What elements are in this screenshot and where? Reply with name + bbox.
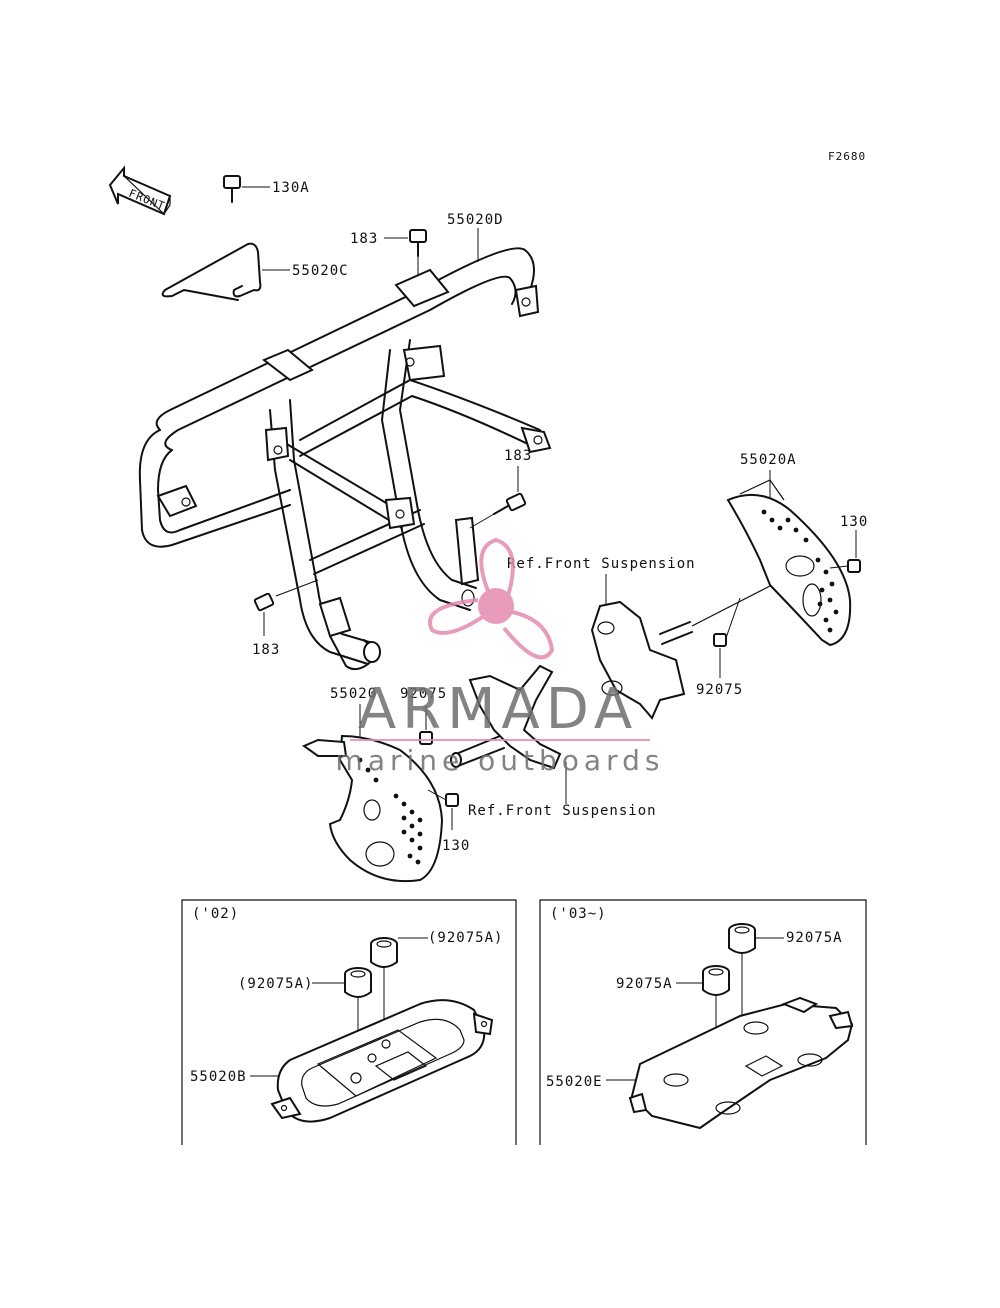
callout-55020c: 55020C [292, 263, 349, 279]
figure-code: F2680 [828, 150, 866, 163]
ref-front-suspension-left: Ref.Front Suspension [468, 803, 657, 819]
callout-183-mid: 183 [504, 448, 532, 464]
skid-plate-55020b [250, 999, 494, 1123]
callout-55020a: 55020A [740, 452, 797, 468]
front-arrow-icon: FRONT [108, 165, 172, 216]
knuckle-left [450, 664, 562, 770]
ref-front-suspension-right: Ref.Front Suspension [507, 556, 696, 572]
callout-55020d: 55020D [447, 212, 504, 228]
inset-2002-label-plate: 55020B [190, 1069, 247, 1085]
callout-130-right: 130 [840, 514, 868, 530]
bolt-130-right [829, 530, 861, 573]
disc-guard-55020a [726, 479, 852, 647]
callout-183-top: 183 [350, 231, 378, 247]
inset-2003-on: ('03~) 92075A 92075A [539, 899, 867, 1145]
skid-plate-55020e [606, 996, 854, 1130]
bolt-130-left [427, 789, 459, 830]
wire-clip-55020c [161, 242, 262, 301]
callout-92075-left: 92075 [400, 686, 447, 702]
front-guard-55020d [138, 247, 552, 670]
disc-guard-55020 [301, 734, 444, 883]
propeller-hub-icon [478, 588, 514, 624]
inset-2003-title: ('03~) [550, 906, 607, 922]
watermark-tagline: marine outboards [336, 744, 665, 777]
bolt-183-mid [469, 466, 527, 529]
inset-2002-label-top: (92075A) [428, 930, 503, 946]
callout-130a: 130A [272, 180, 310, 196]
bolt-183-low [253, 579, 319, 636]
inset-2002-label-mid: (92075A) [238, 976, 313, 992]
callout-183-low: 183 [252, 642, 280, 658]
inset-2003-label-top: 92075A [786, 930, 843, 946]
watermark-brand: ARMADA [358, 677, 638, 742]
propeller-icon [428, 537, 555, 660]
inset-2003-label-mid: 92075A [616, 976, 673, 992]
inset-2002: ('02) (92075A) (92075A) [181, 899, 517, 1145]
spacer-92075a-top [370, 937, 428, 1034]
bolt-130a [223, 175, 270, 203]
callout-92075-right: 92075 [696, 682, 743, 698]
knuckle-right [590, 585, 771, 720]
armada-watermark: ARMADA marine outboards [336, 537, 665, 777]
nut-92075-right [713, 597, 741, 678]
inset-2002-title: ('02) [192, 906, 239, 922]
inset-2003-label-plate: 55020E [546, 1074, 603, 1090]
callout-130-left: 130 [442, 838, 470, 854]
callout-55020: 55020 [330, 686, 377, 702]
